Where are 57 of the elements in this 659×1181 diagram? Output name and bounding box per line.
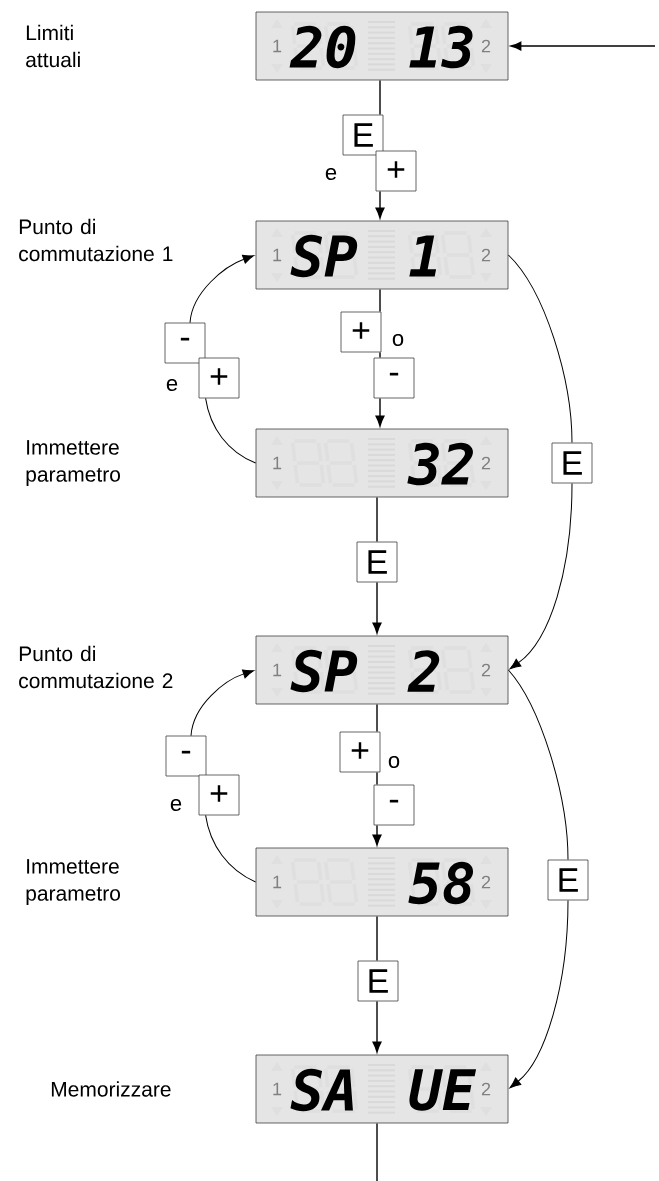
arrow <box>372 581 382 634</box>
display-digits: SP <box>290 234 358 278</box>
channel-number: 2 <box>481 1082 491 1096</box>
arrow <box>375 190 385 219</box>
step-label: Memorizzare <box>51 1081 171 1097</box>
channel-number: 2 <box>481 663 491 677</box>
display-digits: SP <box>290 649 358 693</box>
key-button: + <box>339 731 381 773</box>
key-button: + <box>375 150 417 192</box>
step-label: Punto di commutazione 1 <box>19 218 173 262</box>
connector-word: e <box>325 167 337 181</box>
arrow <box>190 669 255 737</box>
key-button: - <box>373 784 415 826</box>
key-button: E <box>357 960 399 1002</box>
display-digits: 13 <box>409 25 473 69</box>
step-label: Limiti attuali <box>26 24 80 68</box>
channel-number: 2 <box>481 456 491 470</box>
channel-number: 1 <box>273 248 282 262</box>
key-button: E <box>547 859 589 901</box>
step-label: Punto di commutazione 2 <box>19 645 173 689</box>
display-digits: 1 <box>409 235 437 277</box>
channel-number: 1 <box>273 456 282 470</box>
key-button: + <box>340 311 382 353</box>
arrow <box>510 41 656 51</box>
key-button: E <box>342 114 384 156</box>
arrow <box>372 824 382 846</box>
key-button: E <box>551 442 593 484</box>
display-digits: 32 <box>407 442 473 486</box>
connector-word: e <box>170 799 182 812</box>
connector-word: o <box>388 756 400 769</box>
key-button: - <box>165 735 207 777</box>
channel-number: 1 <box>273 875 282 889</box>
channel-number: 2 <box>481 39 491 53</box>
arrow <box>509 482 573 670</box>
display-digits: 20 <box>289 25 356 69</box>
display-digits: 2 <box>407 650 440 692</box>
arrow <box>509 899 569 1089</box>
key-button: - <box>373 357 415 399</box>
display-digits: 58 <box>408 861 473 905</box>
connector-word: e <box>166 379 178 392</box>
channel-number: 1 <box>273 39 282 53</box>
channel-number: 2 <box>481 248 491 262</box>
connector-word: o <box>392 334 404 347</box>
step-label: Immettere parametro <box>26 440 120 486</box>
arrow <box>189 254 255 324</box>
arrow <box>375 397 385 427</box>
channel-number: 2 <box>481 875 491 889</box>
channel-number: 1 <box>273 663 282 677</box>
key-button: + <box>198 774 240 816</box>
arrow <box>372 1000 382 1053</box>
key-button: - <box>164 322 206 364</box>
display-digits: SA <box>290 1068 353 1112</box>
channel-number: 1 <box>273 1082 282 1096</box>
display-digits: UE <box>409 1069 477 1111</box>
key-button: E <box>356 541 398 583</box>
key-button: + <box>198 357 240 399</box>
step-label: Immettere parametro <box>26 859 120 905</box>
